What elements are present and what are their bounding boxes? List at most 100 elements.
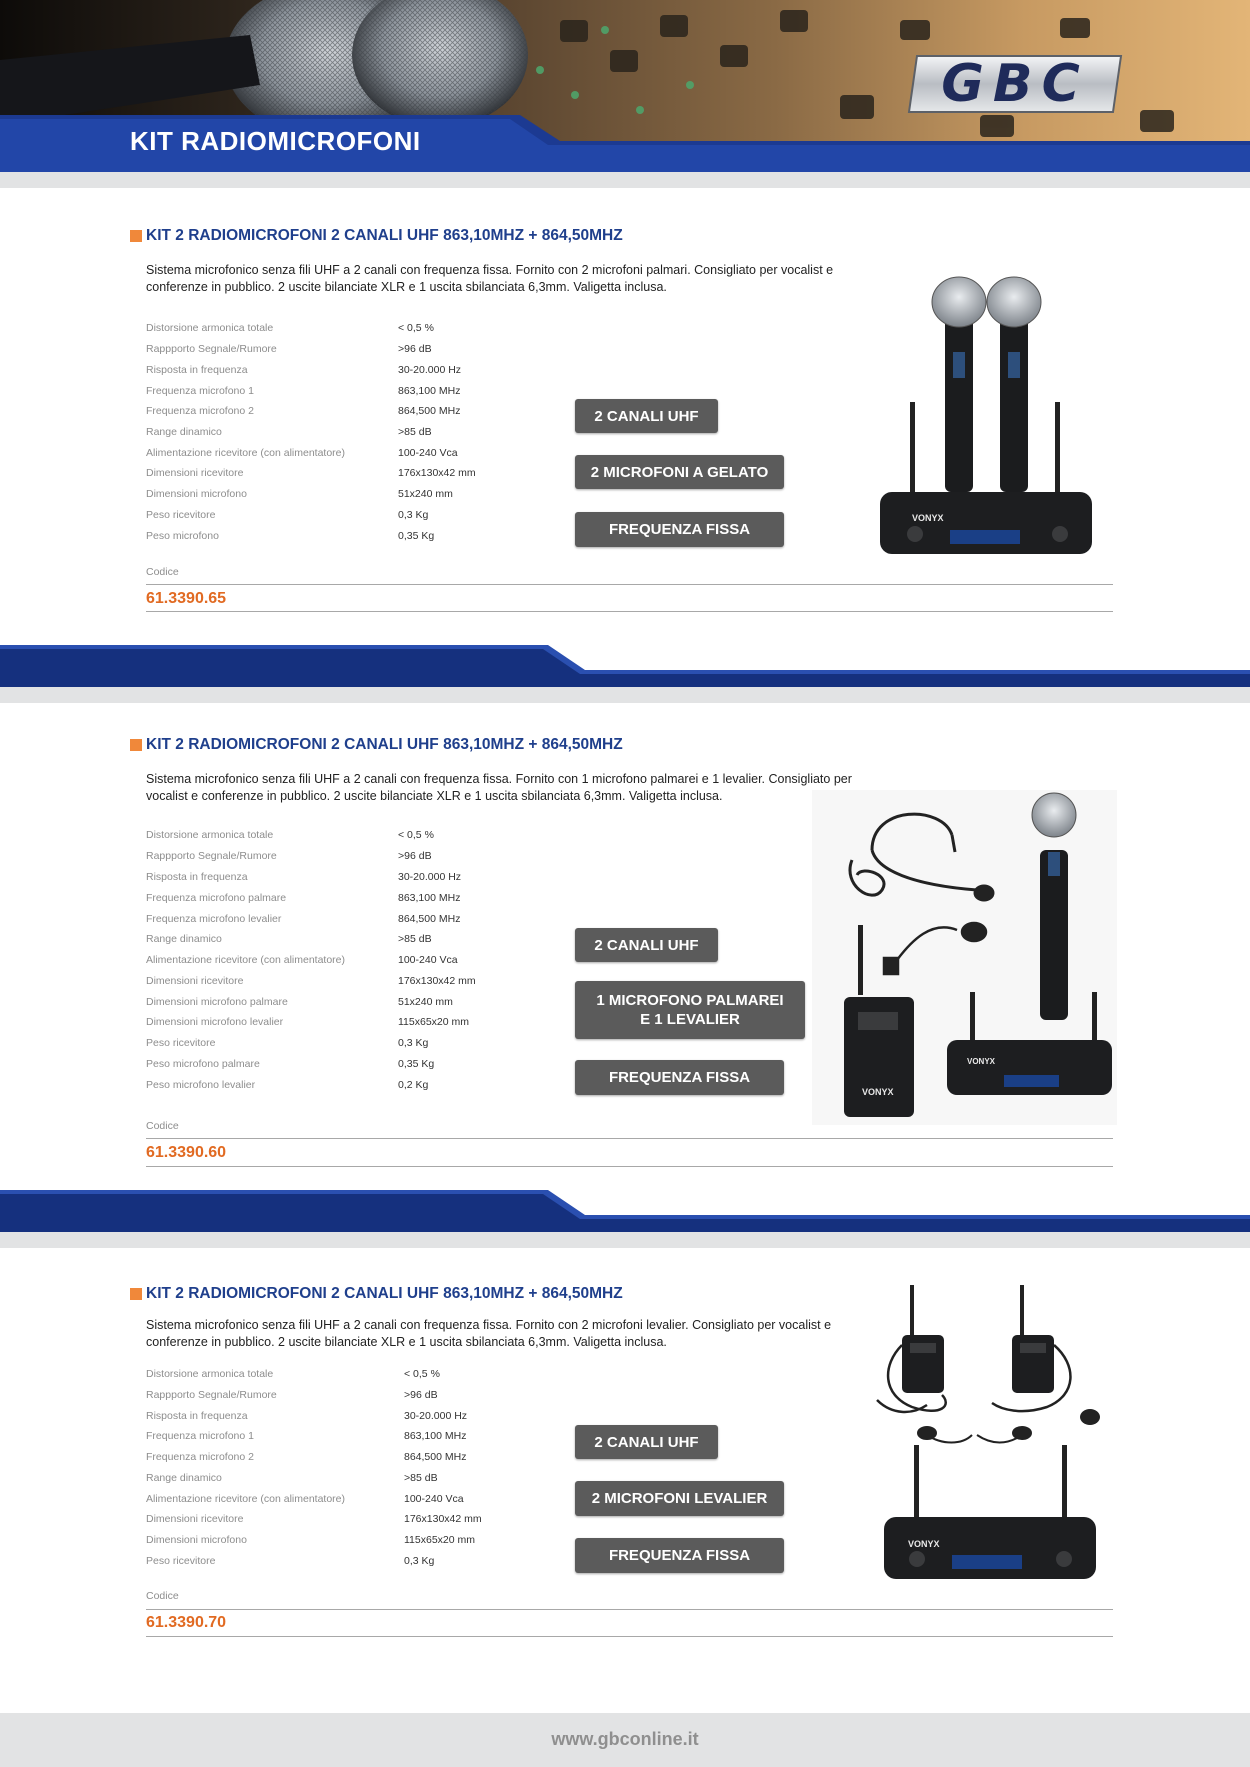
spec-value: >85 dB xyxy=(398,933,432,945)
product-code: 61.3390.70 xyxy=(146,1614,227,1631)
bodypack-transmitter-icon xyxy=(876,1285,947,1414)
product-image-mixed-kit: VONYX VONYX xyxy=(812,790,1117,1125)
spec-value: 100-240 Vca xyxy=(398,447,458,459)
spec-value: 0,3 Kg xyxy=(398,509,429,521)
spec-label: Frequenza microfono 1 xyxy=(146,1430,254,1442)
spec-value: 863,100 MHz xyxy=(398,385,461,397)
spec-label: Range dinamico xyxy=(146,933,222,945)
handheld-mic-icon xyxy=(931,276,987,492)
codice-bottom-rule xyxy=(146,1636,1113,1637)
spec-label: Peso microfono palmare xyxy=(146,1058,260,1070)
bullet-square xyxy=(130,739,142,751)
spec-label: Alimentazione ricevitore (con alimentato… xyxy=(146,954,346,966)
spec-label: Alimentazione ricevitore (con alimentato… xyxy=(146,1493,346,1505)
headset-mic-icon xyxy=(848,812,995,902)
spec-value: < 0,5 % xyxy=(398,322,434,334)
product-description: Sistema microfonico senza fili UHF a 2 c… xyxy=(146,263,834,294)
spec-label: Peso microfono xyxy=(146,530,219,542)
spec-label: Dimensioni microfono levalier xyxy=(146,1016,284,1028)
bodypack-transmitter-icon: VONYX xyxy=(844,925,914,1117)
feature-badge: FREQUENZA FISSA xyxy=(575,512,784,547)
brand-label: VONYX xyxy=(967,1057,996,1066)
lavalier-mic-icon xyxy=(917,1426,1032,1444)
feature-badge: 2 MICROFONI LEVALIER xyxy=(575,1481,784,1516)
header-gray-strip xyxy=(0,172,1250,188)
spec-label: Frequenza microfono 2 xyxy=(146,1451,254,1463)
header-photo-art xyxy=(0,0,1174,138)
spec-value: >85 dB xyxy=(398,426,432,438)
spec-label: Risposta in frequenza xyxy=(146,1410,248,1422)
bullet-square xyxy=(130,230,142,242)
spec-label: Dimensioni microfono xyxy=(146,1534,247,1546)
product-description: Sistema microfonico senza fili UHF a 2 c… xyxy=(146,1318,832,1349)
spec-value: >96 dB xyxy=(398,850,432,862)
spec-label: Dimensioni ricevitore xyxy=(146,975,244,987)
logo-plate-icon xyxy=(907,55,1123,113)
spec-value: 863,100 MHz xyxy=(398,892,461,904)
spec-label: Dimensioni microfono xyxy=(146,488,247,500)
section-divider-band xyxy=(0,1190,1250,1232)
logo-text: GBC xyxy=(941,54,1089,114)
spec-label: Peso ricevitore xyxy=(146,1555,216,1567)
product-title: KIT 2 RADIOMICROFONI 2 CANALI UHF 863,10… xyxy=(146,227,623,244)
spec-label: Frequenza microfono levalier xyxy=(146,913,282,925)
spec-label: Range dinamico xyxy=(146,1472,222,1484)
product-image-handheld-kit: VONYX xyxy=(880,276,1092,554)
spec-label: Distorsione armonica totale xyxy=(146,829,274,841)
product-title: KIT 2 RADIOMICROFONI 2 CANALI UHF 863,10… xyxy=(146,1285,623,1302)
feature-badge: FREQUENZA FISSA xyxy=(575,1538,784,1573)
feature-badge: 2 CANALI UHF xyxy=(575,399,718,433)
page-header: KIT RADIOMICROFONI GBC xyxy=(0,0,1250,172)
feature-badge: 1 MICROFONO PALMAREI E 1 LEVALIER xyxy=(575,981,805,1039)
receiver-unit-icon: VONYX xyxy=(947,992,1112,1095)
spec-label: Risposta in frequenza xyxy=(146,364,248,376)
spec-value: 176x130x42 mm xyxy=(398,975,476,987)
spec-label: Frequenza microfono 1 xyxy=(146,385,254,397)
product-code: 61.3390.65 xyxy=(146,590,227,607)
brand-label: VONYX xyxy=(862,1087,894,1097)
spec-label: Peso ricevitore xyxy=(146,1037,216,1049)
spec-label: Peso ricevitore xyxy=(146,509,216,521)
divider-gray-strip xyxy=(0,687,1250,703)
page-footer: www.gbconline.it xyxy=(0,1713,1250,1767)
feature-badge: 2 CANALI UHF xyxy=(575,928,718,962)
codice-label: Codice xyxy=(146,1590,179,1602)
brand-label: VONYX xyxy=(908,1539,940,1549)
spec-value: >85 dB xyxy=(404,1472,438,1484)
lavalier-mic-icon xyxy=(882,921,988,976)
codice-label: Codice xyxy=(146,1120,179,1132)
spec-value: 115x65x20 mm xyxy=(398,1016,470,1028)
page-title: KIT RADIOMICROFONI xyxy=(130,126,421,156)
gbc-logo: GBC xyxy=(903,52,1127,116)
bodypack-transmitter-icon xyxy=(991,1285,1100,1425)
spec-value: < 0,5 % xyxy=(404,1368,440,1380)
spec-label: Rappporto Segnale/Rumore xyxy=(146,1389,277,1401)
spec-label: Distorsione armonica totale xyxy=(146,322,274,334)
spec-label: Frequenza microfono 2 xyxy=(146,405,254,417)
spec-label: Rappporto Segnale/Rumore xyxy=(146,850,277,862)
spec-value: 864,500 MHz xyxy=(404,1451,467,1463)
spec-value: 0,35 Kg xyxy=(398,530,435,542)
bullet-square xyxy=(130,1288,142,1300)
spec-value: 100-240 Vca xyxy=(398,954,458,966)
brand-label: VONYX xyxy=(912,513,944,523)
website-link[interactable]: www.gbconline.it xyxy=(551,1729,699,1749)
spec-value: 30-20.000 Hz xyxy=(398,871,462,883)
spec-value: 100-240 Vca xyxy=(404,1493,464,1505)
spec-label: Alimentazione ricevitore (con alimentato… xyxy=(146,447,346,459)
spec-label: Risposta in frequenza xyxy=(146,871,248,883)
spec-value: 0,3 Kg xyxy=(404,1555,435,1567)
product-title: KIT 2 RADIOMICROFONI 2 CANALI UHF 863,10… xyxy=(146,736,623,753)
feature-badge: 2 CANALI UHF xyxy=(575,1425,718,1459)
product-image-lavalier-kit: VONYX xyxy=(876,1285,1100,1579)
spec-value: 0,35 Kg xyxy=(398,1058,435,1070)
header-title-band xyxy=(0,115,1250,172)
spec-value: < 0,5 % xyxy=(398,829,434,841)
spec-value: 864,500 MHz xyxy=(398,913,461,925)
spec-value: 115x65x20 mm xyxy=(404,1534,476,1546)
spec-value: 30-20.000 Hz xyxy=(398,364,462,376)
section-divider-band xyxy=(0,645,1250,687)
spec-label: Dimensioni ricevitore xyxy=(146,467,244,479)
codice-top-rule xyxy=(146,1609,1113,1610)
feature-badge: 2 MICROFONI A GELATO xyxy=(575,455,784,489)
